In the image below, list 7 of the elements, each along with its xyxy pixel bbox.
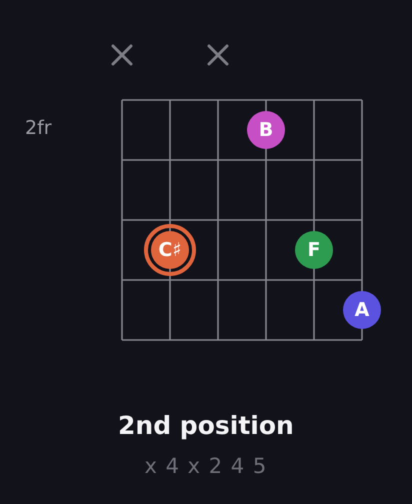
fret-number: 2fr	[25, 118, 52, 140]
note-dot: B	[247, 111, 285, 149]
position-title: 2nd position	[118, 412, 294, 441]
note-dot: F	[295, 231, 333, 269]
note-dot: A	[343, 291, 381, 329]
root-note-dot: C♯	[144, 224, 196, 276]
fingering-text: x 4 x 2 4 5	[144, 454, 268, 478]
